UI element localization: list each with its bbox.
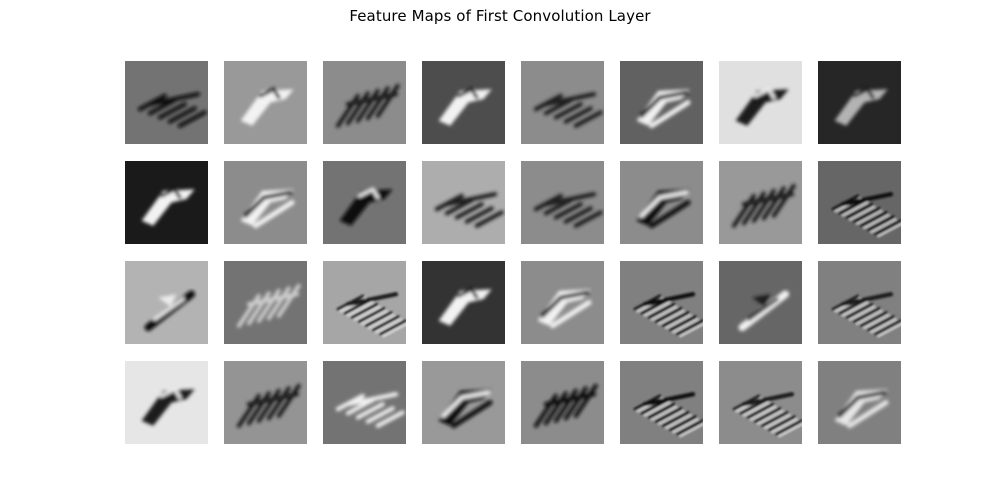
- feature-map-19: [323, 261, 406, 344]
- feature-map-32: [818, 361, 901, 444]
- feature-map-5: [521, 61, 604, 144]
- feature-map-9: [125, 161, 208, 244]
- feature-map-23: [719, 261, 802, 344]
- feature-map-21: [521, 261, 604, 344]
- feature-map-25: [125, 361, 208, 444]
- feature-map-18: [224, 261, 307, 344]
- feature-map-12: [422, 161, 505, 244]
- feature-map-15: [719, 161, 802, 244]
- feature-map-1: [125, 61, 208, 144]
- feature-map-22: [620, 261, 703, 344]
- chart-title: Feature Maps of First Convolution Layer: [349, 7, 651, 25]
- feature-map-2: [224, 61, 307, 144]
- feature-map-14: [620, 161, 703, 244]
- feature-map-28: [422, 361, 505, 444]
- feature-map-8: [818, 61, 901, 144]
- feature-map-10: [224, 161, 307, 244]
- feature-map-3: [323, 61, 406, 144]
- feature-map-6: [620, 61, 703, 144]
- feature-map-17: [125, 261, 208, 344]
- feature-map-16: [818, 161, 901, 244]
- feature-map-7: [719, 61, 802, 144]
- feature-map-27: [323, 361, 406, 444]
- feature-map-31: [719, 361, 802, 444]
- feature-map-4: [422, 61, 505, 144]
- feature-map-13: [521, 161, 604, 244]
- feature-map-30: [620, 361, 703, 444]
- feature-map-24: [818, 261, 901, 344]
- feature-map-29: [521, 361, 604, 444]
- feature-map-20: [422, 261, 505, 344]
- feature-map-11: [323, 161, 406, 244]
- feature-map-26: [224, 361, 307, 444]
